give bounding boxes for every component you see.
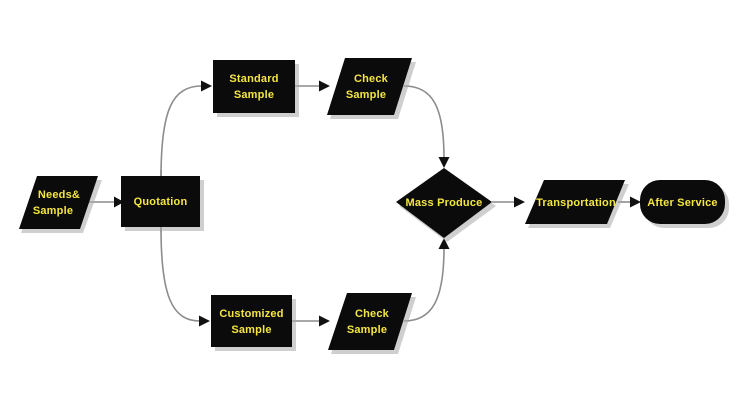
node-body [19,176,98,229]
node-quotation[interactable]: Quotation [121,176,204,231]
edge-quotation-to-customized [160,170,210,327]
arrowhead [114,196,124,208]
arrowhead [514,196,525,208]
edge-check-top-to-mass-produce [403,85,450,168]
arrowhead [201,80,212,92]
arrowhead [630,196,641,208]
node-body [211,295,292,347]
edge-check-bottom-to-mass-produce [403,238,450,322]
edge-mass-produce-to-transportation [492,196,525,208]
edge-standard-to-check-top [295,80,330,92]
node-body [327,58,412,115]
node-after-service[interactable]: After Service [640,180,729,228]
arrowhead [438,157,450,168]
edge-line [403,247,445,322]
node-body [121,176,200,227]
node-standard-sample[interactable]: Standard Sample [213,60,299,117]
arrowhead [438,238,450,249]
node-body [328,293,412,350]
edge-quotation-to-standard [160,80,212,232]
node-body [640,180,725,224]
node-transportation[interactable]: Transportation [525,180,629,228]
node-body [213,60,295,113]
edge-customized-to-check-bottom [292,315,330,327]
edge-line [160,170,201,322]
node-mass-produce[interactable]: Mass Produce [396,168,496,242]
node-body [396,168,492,238]
node-customized-sample[interactable]: Customized Sample [211,295,296,351]
node-needs-sample[interactable]: Needs& Sample [19,176,102,233]
arrowhead [319,80,330,92]
arrowhead [199,315,210,327]
node-body [525,180,625,224]
node-check-sample-bottom[interactable]: Check Sample [328,293,416,354]
arrowhead [319,315,330,327]
edge-line [160,85,203,232]
connectors-layer [88,80,641,327]
edge-line [403,85,445,159]
node-check-sample-top[interactable]: Check Sample [327,58,416,119]
